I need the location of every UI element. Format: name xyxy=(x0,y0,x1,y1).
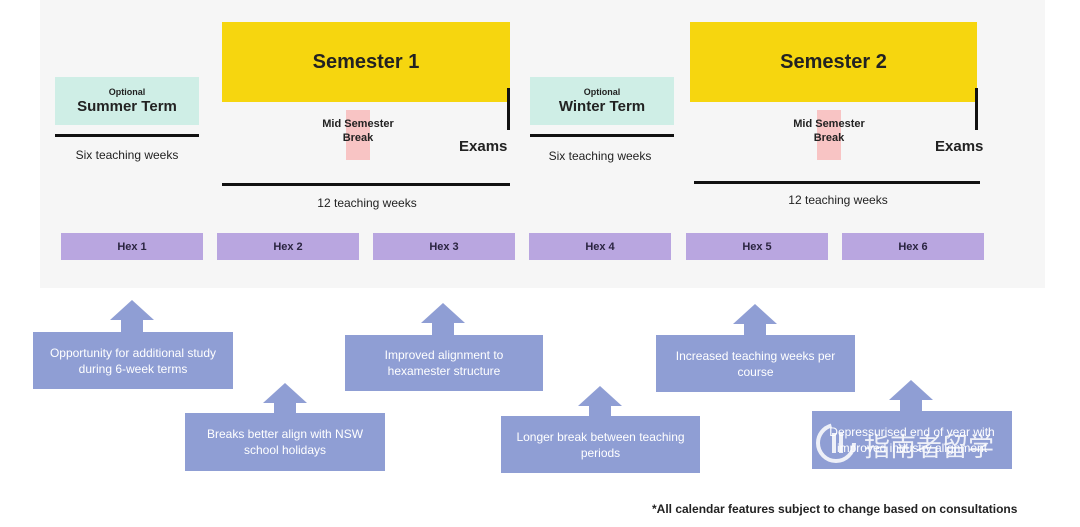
winter-term-line xyxy=(530,134,674,137)
callout-2: Breaks better align with NSW school holi… xyxy=(185,413,385,471)
hex-1: Hex 1 xyxy=(61,233,203,260)
winter-weeks-label: Six teaching weeks xyxy=(548,149,652,163)
callout-3-stem xyxy=(432,322,454,335)
callout-6-arrow-icon xyxy=(889,380,933,400)
hex-6: Hex 6 xyxy=(842,233,984,260)
summer-term-line xyxy=(55,134,199,137)
semester-2-line xyxy=(694,181,980,184)
callout-4-arrow-icon xyxy=(578,386,622,406)
semester-2-box: Semester 2 xyxy=(690,22,977,102)
callout-1-stem xyxy=(121,319,143,332)
watermark-logo-icon xyxy=(814,421,858,470)
callout-5-stem xyxy=(744,323,766,335)
callout-4-stem xyxy=(589,405,611,416)
callout-5: Increased teaching weeks per course xyxy=(656,335,855,392)
semester-1-break-marker xyxy=(346,110,370,160)
callout-1-arrow-icon xyxy=(110,300,154,320)
summer-weeks-label: Six teaching weeks xyxy=(75,148,179,162)
winter-term-box: Optional Winter Term xyxy=(530,77,674,125)
callout-5-arrow-icon xyxy=(733,304,777,324)
watermark-text: 指南者留学 xyxy=(864,431,995,462)
callout-4: Longer break between teaching periods xyxy=(501,416,700,473)
hex-4: Hex 4 xyxy=(529,233,671,260)
winter-optional-label: Optional xyxy=(583,86,621,97)
semester-2-exams-label: Exams xyxy=(935,138,984,155)
hex-5: Hex 5 xyxy=(686,233,828,260)
semester-1-weeks-label: 12 teaching weeks xyxy=(317,196,417,210)
semester-1-exam-divider xyxy=(507,88,510,130)
semester-2-break-marker xyxy=(817,110,841,160)
callout-6-stem xyxy=(900,399,922,411)
semester-1-box: Semester 1 xyxy=(222,22,510,102)
summer-optional-label: Optional xyxy=(108,86,146,97)
semester-2-break-label: Mid Semester Break xyxy=(793,118,865,144)
summer-term-label: Summer Term xyxy=(77,97,177,115)
callout-3: Improved alignment to hexamester structu… xyxy=(345,335,543,391)
summer-term-box: Optional Summer Term xyxy=(55,77,199,125)
semester-1-line xyxy=(222,183,510,186)
callout-3-arrow-icon xyxy=(421,303,465,323)
hex-2: Hex 2 xyxy=(217,233,359,260)
semester-1-exams-label: Exams xyxy=(459,138,508,155)
footnote: *All calendar features subject to change… xyxy=(652,502,1018,516)
semester-1-break-label: Mid Semester Break xyxy=(322,118,394,144)
callout-2-arrow-icon xyxy=(263,383,307,403)
semester-2-exam-divider xyxy=(975,88,978,130)
hex-3: Hex 3 xyxy=(373,233,515,260)
callout-2-stem xyxy=(274,402,296,413)
watermark: 指南者留学 xyxy=(814,418,1024,472)
winter-term-label: Winter Term xyxy=(558,97,646,115)
callout-1: Opportunity for additional study during … xyxy=(33,332,233,389)
semester-2-weeks-label: 12 teaching weeks xyxy=(788,193,888,207)
